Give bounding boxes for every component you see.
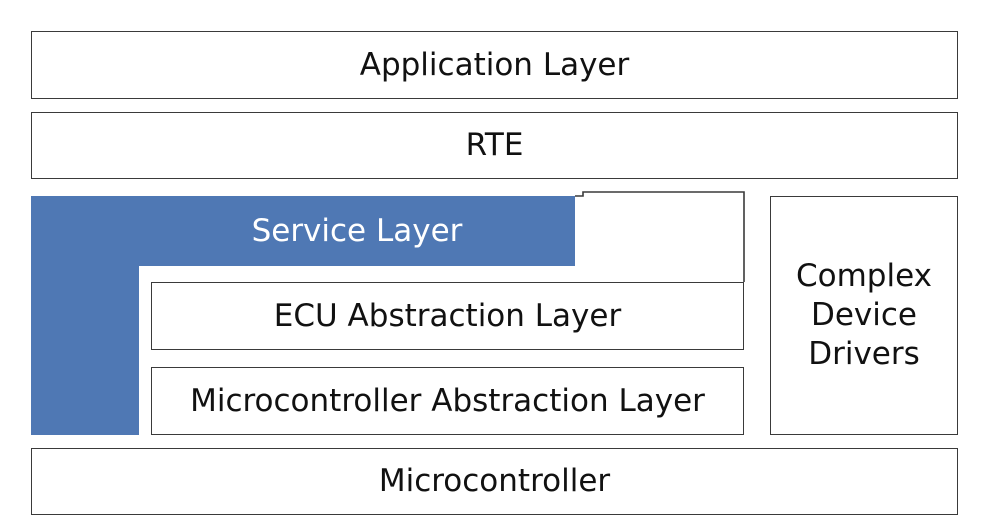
- rte-label: RTE: [465, 127, 524, 164]
- service-layer-horizontal-bar: [31, 196, 575, 266]
- application-layer-box: Application Layer: [31, 31, 958, 99]
- complex-device-drivers-line-1: Complex: [796, 258, 932, 295]
- microcontroller-abstraction-layer-label: Microcontroller Abstraction Layer: [190, 382, 705, 419]
- microcontroller-box: Microcontroller: [31, 448, 958, 515]
- rte-box: RTE: [31, 112, 958, 179]
- complex-device-drivers-box: Complex Device Drivers: [770, 196, 958, 435]
- service-layer-label: Service Layer: [251, 213, 463, 249]
- microcontroller-label: Microcontroller: [378, 463, 611, 500]
- ecu-abstraction-layer-box: ECU Abstraction Layer: [151, 282, 744, 350]
- complex-device-drivers-line-2: Device: [810, 297, 918, 334]
- microcontroller-abstraction-layer-box: Microcontroller Abstraction Layer: [151, 367, 744, 435]
- application-layer-label: Application Layer: [359, 46, 630, 83]
- complex-device-drivers-line-3: Drivers: [808, 335, 920, 372]
- ecu-abstraction-layer-label: ECU Abstraction Layer: [273, 297, 622, 334]
